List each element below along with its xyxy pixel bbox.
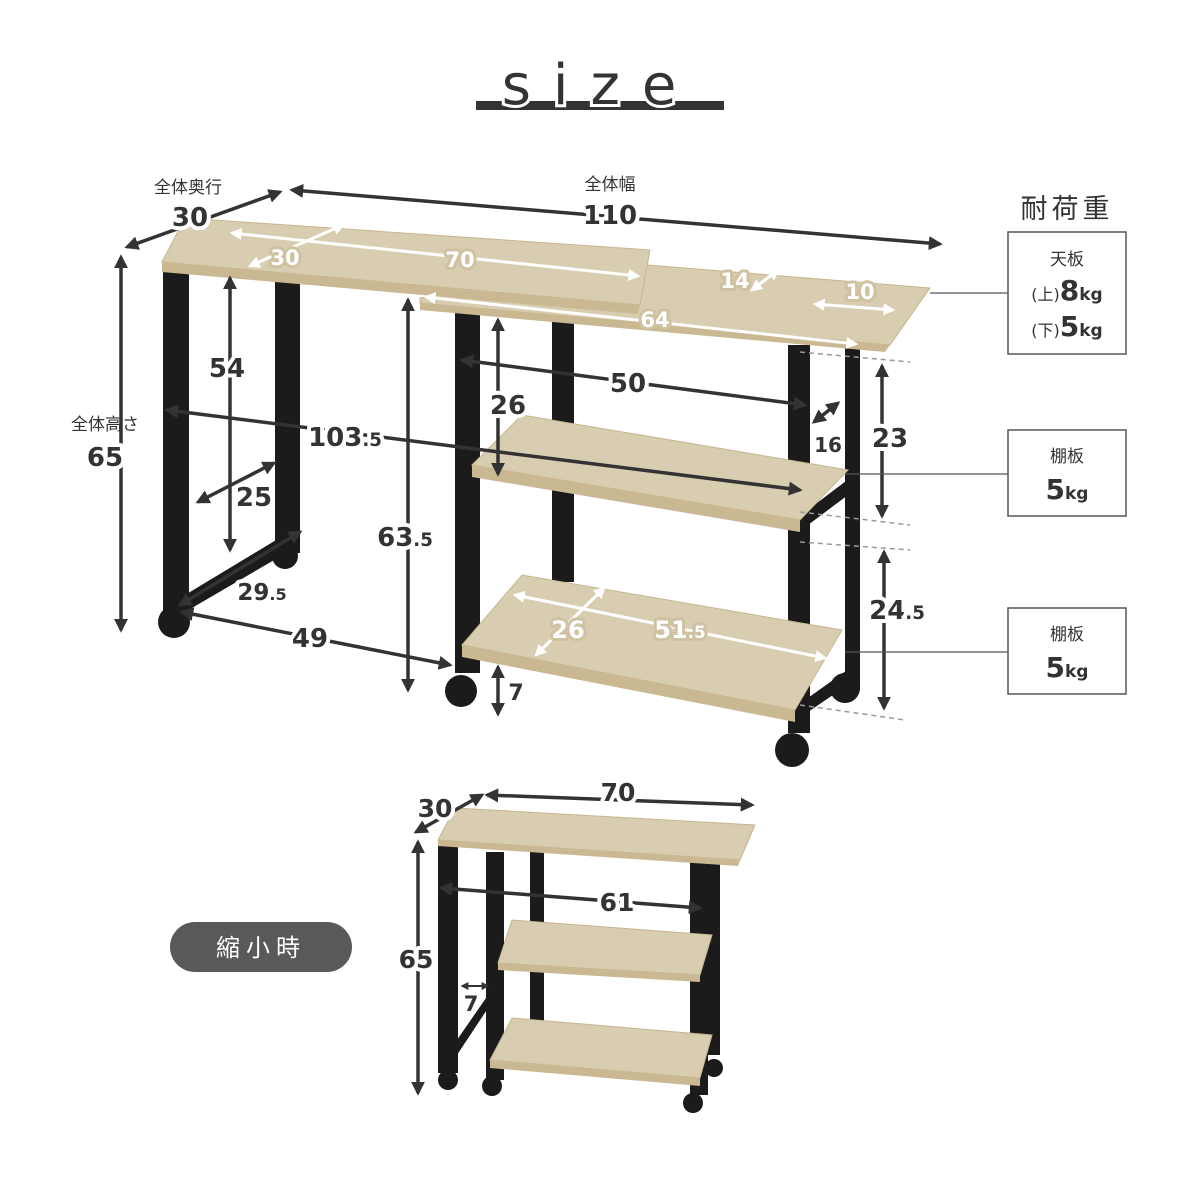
svg-text:縮小時: 縮小時 [216, 934, 306, 962]
width-arrow [289, 183, 943, 251]
dim-upper-gap: 26 [490, 391, 526, 421]
dim-slot-depth: 14 [720, 269, 749, 293]
dim-inner-width: 50 [610, 369, 646, 399]
dim-span: 103.5 [308, 423, 382, 453]
compact-mode-badge: 縮小時 [170, 922, 352, 972]
dim-frame-depth: 25 [236, 483, 272, 513]
compact-table [437, 807, 756, 1113]
depth-arrow [124, 189, 283, 250]
dim-shelf-width: 51.5 [654, 616, 705, 644]
expanded-table [158, 217, 931, 767]
dim-top-depth: 30 [270, 246, 299, 270]
svg-text:5kg: 5kg [1046, 473, 1089, 506]
svg-text:棚板: 棚板 [1050, 447, 1084, 467]
depth-total-label: 全体奥行 [154, 178, 222, 198]
svg-text:棚板: 棚板 [1050, 625, 1084, 645]
depth-value: 30 [172, 203, 208, 233]
compact-inner-width: 61 [600, 888, 635, 917]
dim-side-depth: 16 [814, 433, 842, 457]
page-title: size [502, 53, 699, 118]
dim-shelf-gap-upper: 23 [872, 424, 908, 454]
dim-top-width: 70 [445, 248, 474, 272]
dim-lower-top-height: 63.5 [377, 523, 433, 553]
load-box-shelf-lower: 棚板 5kg [1007, 607, 1127, 695]
dim-shelf-depth: 26 [551, 616, 584, 644]
dim-slot-width: 10 [845, 280, 874, 304]
svg-text:(上)8kg: (上)8kg [1031, 274, 1102, 307]
dim-shelf-gap-lower: 24.5 [869, 596, 925, 626]
height-total-label: 全体高さ [71, 415, 139, 435]
title-underline [476, 101, 724, 110]
load-box-top: 天板 (上)8kg (下)5kg [1007, 231, 1127, 355]
dim-base-depth: 29.5 [237, 580, 286, 606]
dim-leg-clear-height: 54 [209, 354, 245, 384]
svg-text:(下)5kg: (下)5kg [1031, 310, 1102, 343]
compact-floor-clear: 7 [464, 992, 479, 1016]
load-capacity-title: 耐荷重 [1021, 194, 1114, 225]
dim-base-span: 49 [292, 624, 328, 654]
height-value: 65 [87, 443, 123, 473]
svg-text:天板: 天板 [1050, 250, 1084, 270]
svg-text:5kg: 5kg [1046, 651, 1089, 684]
compact-depth: 30 [418, 794, 453, 823]
compact-height: 65 [399, 945, 434, 974]
width-total-label: 全体幅 [585, 175, 636, 195]
width-value: 110 [583, 201, 637, 231]
dim-floor-clear: 7 [508, 681, 523, 706]
dim-lower-top-width: 64 [640, 308, 669, 332]
load-box-shelf-upper: 棚板 5kg [1007, 429, 1127, 517]
compact-width: 70 [601, 778, 636, 807]
